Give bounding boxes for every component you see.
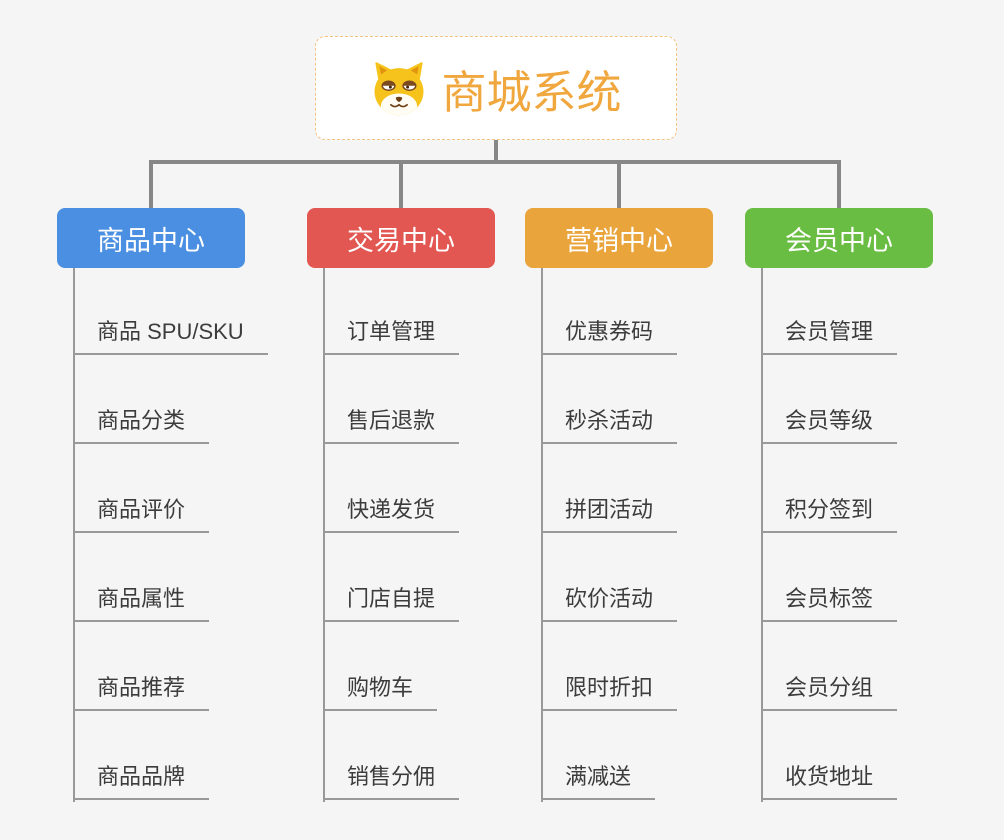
leaf-node[interactable]: 砍价活动: [541, 584, 678, 622]
leaf-node[interactable]: 销售分佣: [323, 762, 460, 800]
leaf-node[interactable]: 积分签到: [761, 495, 898, 533]
leaf-node[interactable]: 门店自提: [323, 584, 460, 622]
connector-bus: [149, 160, 841, 164]
leaf-node[interactable]: 商品推荐: [73, 673, 210, 711]
leaf-node[interactable]: 快递发货: [323, 495, 460, 533]
connector-branch-drop: [399, 160, 403, 208]
connector-child-spine: [323, 268, 325, 802]
leaf-node[interactable]: 收货地址: [761, 762, 898, 800]
branch-label: 营销中心: [565, 225, 673, 256]
leaf-node[interactable]: 优惠券码: [541, 317, 678, 355]
leaf-node[interactable]: 购物车: [323, 673, 438, 711]
branch-label: 商品中心: [97, 225, 205, 256]
connector-root-drop: [494, 140, 498, 164]
leaf-node[interactable]: 会员等级: [761, 406, 898, 444]
leaf-node[interactable]: 会员管理: [761, 317, 898, 355]
leaf-node[interactable]: 商品品牌: [73, 762, 210, 800]
shiba-dog-icon: [375, 62, 424, 116]
root-title: 商城系统: [441, 66, 622, 118]
connector-child-spine: [73, 268, 75, 802]
leaf-node[interactable]: 会员分组: [761, 673, 898, 711]
branch-node-4[interactable]: 会员中心: [745, 208, 933, 268]
leaf-node[interactable]: 商品分类: [73, 406, 210, 444]
leaf-node[interactable]: 会员标签: [761, 584, 898, 622]
leaf-node[interactable]: 商品属性: [73, 584, 210, 622]
branch-node-1[interactable]: 商品中心: [57, 208, 245, 268]
leaf-node[interactable]: 订单管理: [323, 317, 460, 355]
branch-node-2[interactable]: 交易中心: [307, 208, 495, 268]
connector-branch-drop: [617, 160, 621, 208]
connector-child-spine: [541, 268, 543, 802]
connector-branch-drop: [149, 160, 153, 208]
leaf-node[interactable]: 拼团活动: [541, 495, 678, 533]
leaf-node[interactable]: 限时折扣: [541, 673, 678, 711]
connector-branch-drop: [837, 160, 841, 208]
branch-node-3[interactable]: 营销中心: [525, 208, 713, 268]
root-node[interactable]: 商城系统: [315, 36, 677, 140]
leaf-node[interactable]: 售后退款: [323, 406, 460, 444]
connector-child-spine: [761, 268, 763, 802]
leaf-node[interactable]: 满减送: [541, 762, 656, 800]
leaf-node[interactable]: 商品 SPU/SKU: [73, 317, 268, 355]
leaf-node[interactable]: 商品评价: [73, 495, 210, 533]
branch-label: 会员中心: [785, 225, 893, 256]
leaf-node[interactable]: 秒杀活动: [541, 406, 678, 444]
branch-label: 交易中心: [347, 225, 455, 256]
